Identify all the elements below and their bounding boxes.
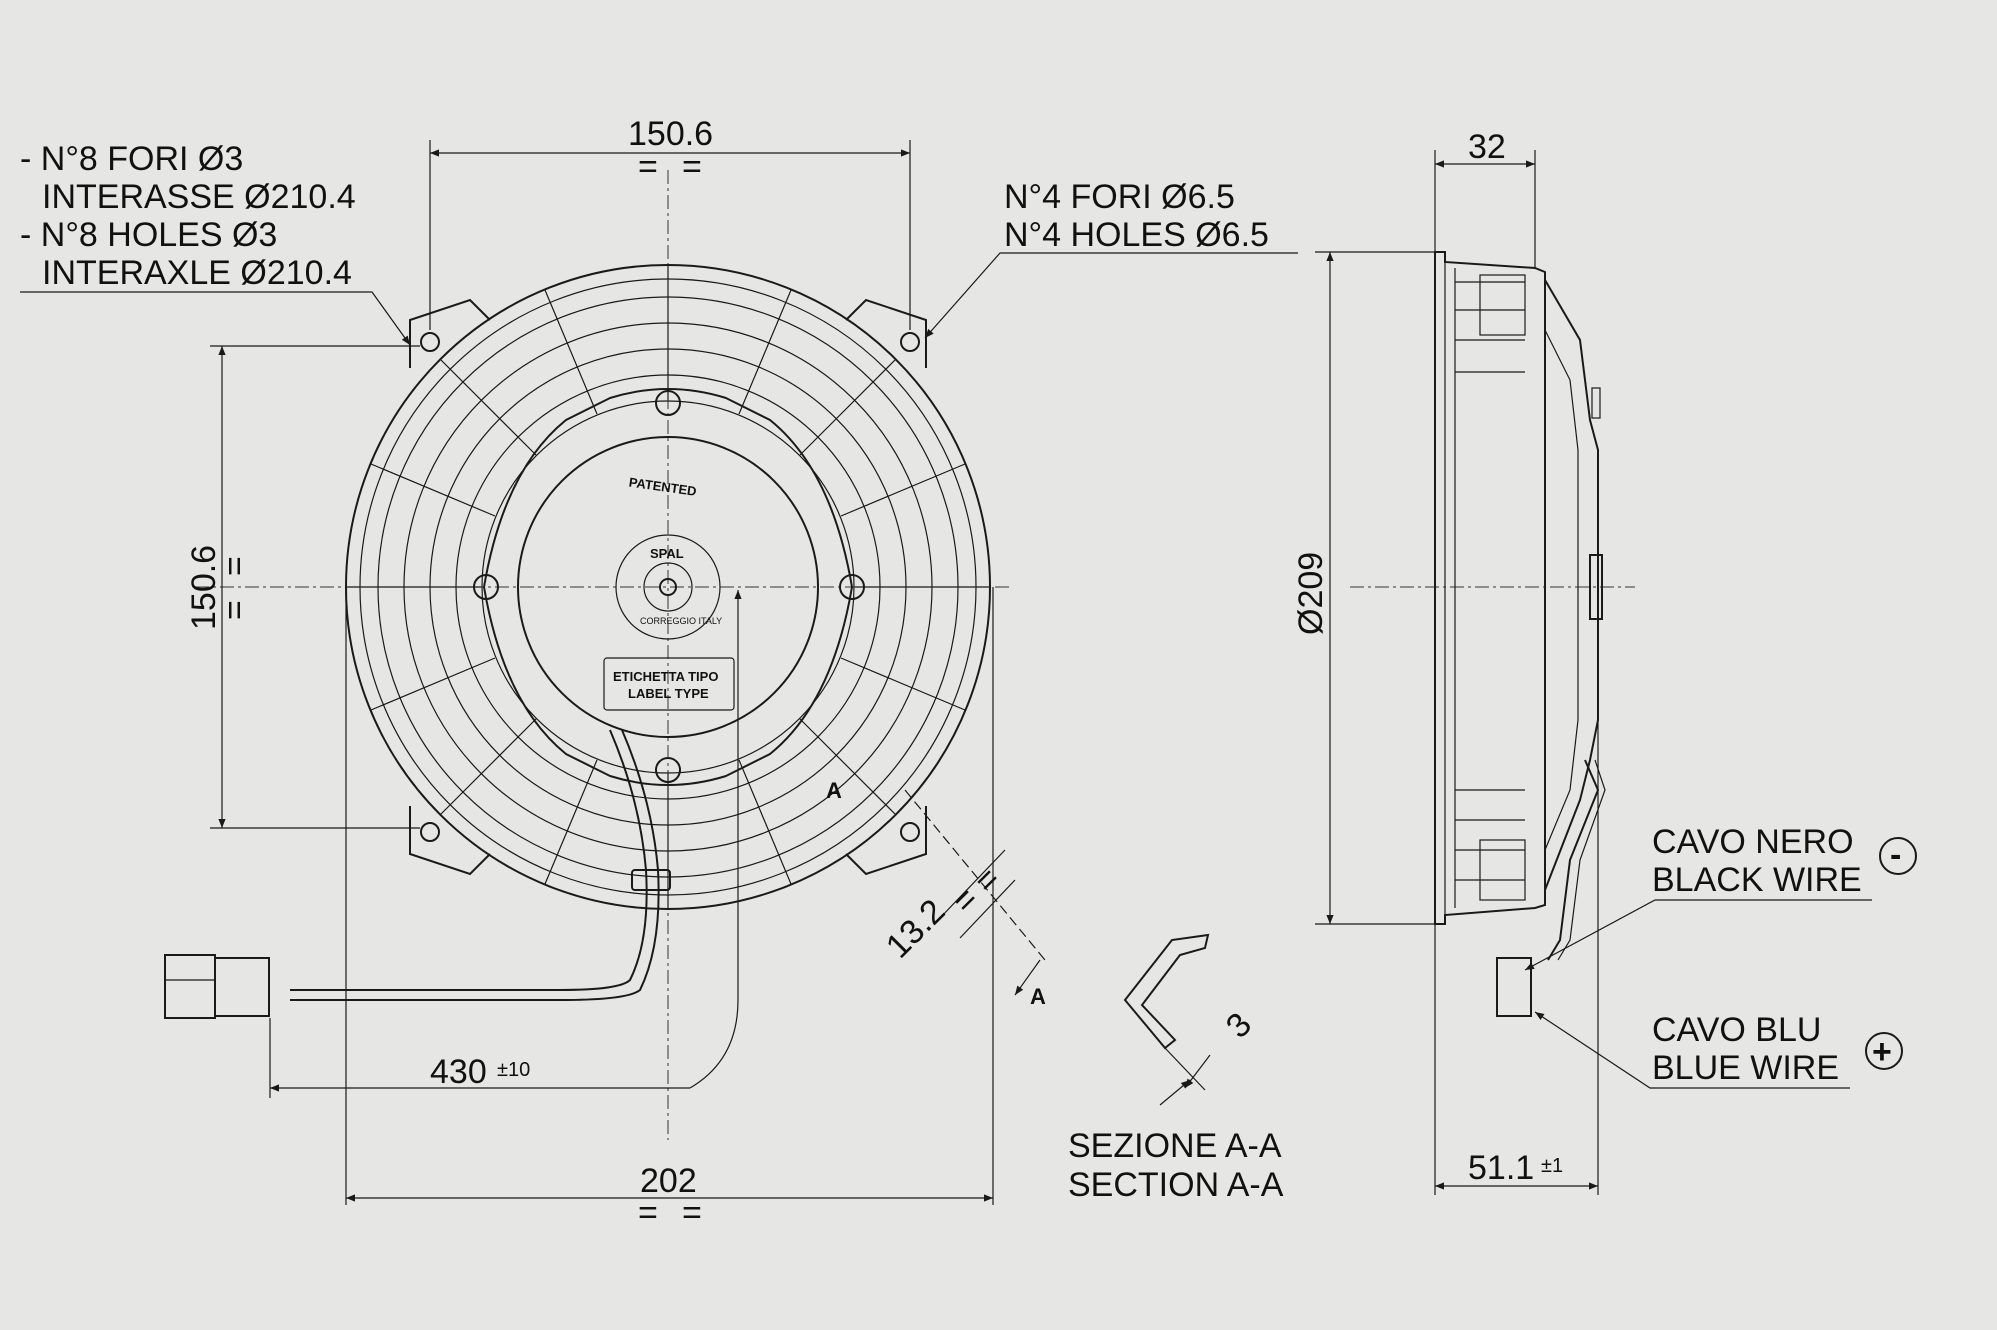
grille-spokes: [346, 265, 990, 909]
note-small-holes-line2: INTERASSE Ø210.4: [42, 178, 356, 216]
section-cut-arrow: [1014, 959, 1041, 996]
section-profile: [1123, 933, 1210, 1050]
cable-clip: [631, 869, 671, 891]
dim-thickness-value: 3: [1219, 1005, 1259, 1045]
dim-top-equal-left: =: [638, 148, 658, 186]
dim-cable-value: 430: [430, 1053, 487, 1091]
dim-thickness-line-3: [1159, 1079, 1191, 1106]
dim-left-equal-top: =: [216, 556, 254, 576]
dim-left-equal-bottom: =: [216, 600, 254, 620]
black-wire-line1: CAVO NERO: [1652, 823, 1854, 861]
side-cable-inner: [1557, 759, 1606, 961]
screw-icon: [473, 574, 499, 600]
hole-large-icon: [420, 332, 440, 352]
blue-wire-line1: CAVO BLU: [1652, 1011, 1821, 1049]
hub-ring: [615, 534, 721, 640]
dim-diameter-value: Ø209: [1292, 552, 1330, 635]
dim-left-value: 150.6: [185, 545, 223, 630]
grille-ring-5: [481, 400, 855, 774]
front-view: PATENTED SPAL CORREGGIO ITALY ETICHETTA …: [20, 115, 1298, 1232]
dim-top-equal-right: =: [682, 148, 702, 186]
motor-housing: [517, 436, 819, 738]
leader-blue-wire: [1534, 1011, 1850, 1089]
dim-depth-bottom-tol: ±1: [1541, 1155, 1563, 1177]
side-shroud: [1434, 251, 1546, 925]
screw-icon: [839, 574, 865, 600]
motor-plate: [482, 388, 854, 786]
side-motor: [1544, 279, 1599, 891]
section-marker-label-2: A: [1030, 984, 1046, 1009]
side-connector: [1496, 957, 1532, 1017]
black-wire-polarity: -: [1890, 836, 1901, 874]
side-cable: [1547, 759, 1600, 961]
note-large-holes-line1: N°4 FORI Ø6.5: [1004, 178, 1235, 216]
hub-inner: [643, 562, 693, 612]
blue-wire-line2: BLUE WIRE: [1652, 1049, 1839, 1087]
dim-overall-value: 202: [640, 1162, 697, 1200]
note-small-holes-line1: - N°8 FORI Ø3: [20, 140, 243, 178]
origin-text: CORREGGIO ITALY: [640, 616, 722, 626]
dim-offset-ext: [959, 879, 1016, 939]
brand-logo: SPAL: [650, 546, 684, 561]
type-label-line1: ETICHETTA TIPO: [613, 669, 718, 684]
hole-large-icon: [900, 822, 920, 842]
leader-small-holes: [20, 291, 411, 346]
section-marker-label: A: [826, 778, 842, 803]
hole-large-icon: [420, 822, 440, 842]
leader-large-holes: [924, 252, 1298, 339]
note-small-holes-line4: INTERAXLE Ø210.4: [42, 254, 352, 292]
section-cut-line: [904, 789, 1046, 961]
note-large-holes-line2: N°4 HOLES Ø6.5: [1004, 216, 1269, 254]
dim-cable-arc: [689, 590, 742, 1089]
dim-top-value: 150.6: [628, 115, 713, 153]
black-wire-line2: BLACK WIRE: [1652, 861, 1862, 899]
cable: [290, 729, 648, 991]
dim-cable-tolerance: ±10: [497, 1059, 530, 1081]
dim-offset-value: 13.2: [879, 892, 953, 966]
section-title-line2: SECTION A-A: [1068, 1166, 1284, 1204]
side-motor-inner: [1544, 329, 1579, 851]
blue-wire-polarity: +: [1872, 1033, 1892, 1071]
dim-thickness-line-2: [1184, 1054, 1211, 1089]
dim-depth-bottom-value: 51.1: [1468, 1149, 1534, 1187]
type-label-box: [603, 657, 735, 711]
side-fins-top: [1455, 274, 1526, 373]
motor-shaft-icon: [659, 578, 677, 596]
patented-text: PATENTED: [628, 475, 698, 499]
screw-icon: [655, 757, 681, 783]
cable-inner: [290, 729, 660, 1001]
side-fins-bottom: [1455, 789, 1526, 901]
side-hub-nut: [1591, 387, 1601, 419]
minus-polarity-icon: [1879, 837, 1917, 875]
motor-screws: [473, 390, 865, 783]
side-view: Ø209 32 51.1 ±1 CAVO NERO BLACK WIRE - C…: [1292, 128, 1917, 1195]
hole-large-icon: [900, 332, 920, 352]
dim-offset-line: [939, 849, 1006, 919]
mounting-holes-large: [420, 332, 920, 842]
type-label-line2: LABEL TYPE: [628, 686, 709, 701]
leader-black-wire: [1524, 899, 1872, 971]
note-small-holes-line3: - N°8 HOLES Ø3: [20, 216, 277, 254]
dim-overall-equal-right: =: [682, 1194, 702, 1232]
side-motor-shaft: [1589, 554, 1603, 620]
dim-depth-top-value: 32: [1468, 128, 1506, 166]
dim-thickness-line-1: [1164, 1047, 1206, 1091]
screw-icon: [655, 390, 681, 416]
plus-polarity-icon: [1865, 1032, 1903, 1070]
section-title-line1: SEZIONE A-A: [1068, 1127, 1282, 1165]
section-view: 3 SEZIONE A-A SECTION A-A: [1068, 933, 1284, 1204]
dim-overall-equal-left: =: [638, 1194, 658, 1232]
connector-icon: [164, 954, 270, 1019]
